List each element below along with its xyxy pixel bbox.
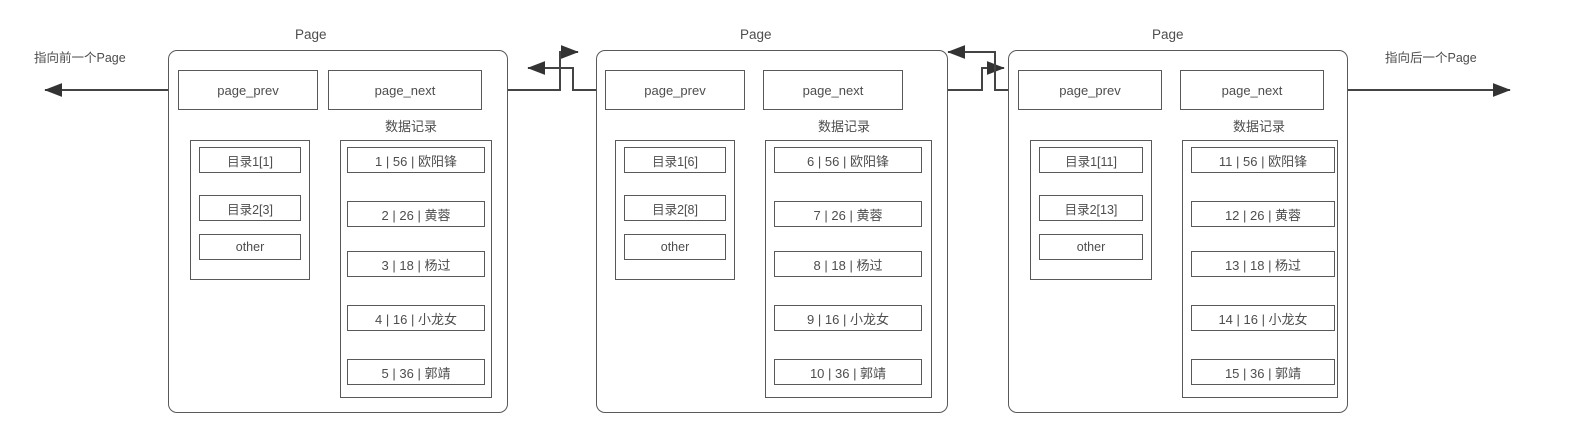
page1-record-4-label: 4 | 16 | 小龙女: [375, 311, 457, 327]
page2-record-5[interactable]: 10 | 36 | 郭靖: [774, 359, 922, 385]
page1-page-next-field[interactable]: page_next: [328, 70, 482, 110]
page3-record-5[interactable]: 15 | 36 | 郭靖: [1191, 359, 1335, 385]
page2-record-3[interactable]: 8 | 18 | 杨过: [774, 251, 922, 277]
page2-directory-item-2[interactable]: 目录2[8]: [624, 195, 726, 221]
page1-page-next-label: page_next: [374, 82, 436, 98]
page2-page-next-field[interactable]: page_next: [763, 70, 903, 110]
page2-record-5-label: 10 | 36 | 郭靖: [809, 365, 887, 381]
page1-record-1[interactable]: 1 | 56 | 欧阳锋: [347, 147, 485, 173]
page2-record-3-label: 8 | 18 | 杨过: [813, 257, 883, 273]
page3-directory-item-1[interactable]: 目录1[11]: [1039, 147, 1143, 173]
page1-directory-item-1[interactable]: 目录1[1]: [199, 147, 301, 173]
page1-record-5[interactable]: 5 | 36 | 郭靖: [347, 359, 485, 385]
page1-record-2-label: 2 | 26 | 黄蓉: [381, 207, 451, 223]
page3-page-prev-label: page_prev: [1059, 82, 1121, 98]
page1-directory-item-3[interactable]: other: [199, 234, 301, 260]
page3-directory-item-2-label: 目录2[13]: [1064, 202, 1118, 217]
page1-record-2[interactable]: 2 | 26 | 黄蓉: [347, 201, 485, 227]
page3-record-1-label: 11 | 56 | 欧阳锋: [1218, 153, 1308, 169]
page1-directory-item-1-label: 目录1[1]: [227, 154, 273, 169]
page1-directory-item-2[interactable]: 目录2[3]: [199, 195, 301, 221]
page2-directory-item-3[interactable]: other: [624, 234, 726, 260]
page3-directory-item-3[interactable]: other: [1039, 234, 1143, 260]
page2-record-1-label: 6 | 56 | 欧阳锋: [807, 153, 889, 169]
page3-record-3[interactable]: 13 | 18 | 杨过: [1191, 251, 1335, 277]
page1-next-to-page2-connector: [482, 45, 579, 91]
page3-records-caption: 数据记录: [1233, 119, 1286, 134]
page1-record-3[interactable]: 3 | 18 | 杨过: [347, 251, 485, 277]
page1-records-caption: 数据记录: [385, 119, 438, 134]
prev-page-label: 指向前一个Page: [34, 51, 126, 65]
page2-directory-item-2-label: 目录2[8]: [652, 202, 698, 217]
page-caption-3: Page: [1152, 27, 1184, 42]
page2-page-next-label: page_next: [802, 82, 864, 98]
page3-page-next-field[interactable]: page_next: [1180, 70, 1324, 110]
page3-record-4[interactable]: 14 | 16 | 小龙女: [1191, 305, 1335, 331]
page2-page-prev-field[interactable]: page_prev: [605, 70, 745, 110]
page1-record-5-label: 5 | 36 | 郭靖: [381, 365, 451, 381]
page3-directory-item-3-label: other: [1076, 240, 1106, 254]
page3-record-4-label: 14 | 16 | 小龙女: [1218, 311, 1308, 327]
page1-directory-item-3-label: other: [235, 240, 265, 254]
page2-record-1[interactable]: 6 | 56 | 欧阳锋: [774, 147, 922, 173]
page2-directory-item-1-label: 目录1[6]: [652, 154, 698, 169]
page3-page-next-label: page_next: [1221, 82, 1283, 98]
page-caption-2: Page: [740, 27, 772, 42]
page2-records-caption: 数据记录: [818, 119, 871, 134]
page3-record-2[interactable]: 12 | 26 | 黄蓉: [1191, 201, 1335, 227]
page3-directory-item-1-label: 目录1[11]: [1065, 154, 1117, 169]
page3-prev-to-page2-connector: [947, 45, 1018, 91]
page1-record-3-label: 3 | 18 | 杨过: [381, 257, 451, 273]
page3-record-5-label: 15 | 36 | 郭靖: [1224, 365, 1302, 381]
page2-record-2[interactable]: 7 | 26 | 黄蓉: [774, 201, 922, 227]
page-caption-1: Page: [295, 27, 327, 42]
page3-record-1[interactable]: 11 | 56 | 欧阳锋: [1191, 147, 1335, 173]
page2-page-prev-label: page_prev: [644, 82, 706, 98]
page1-record-4[interactable]: 4 | 16 | 小龙女: [347, 305, 485, 331]
page3-record-3-label: 13 | 18 | 杨过: [1224, 257, 1302, 273]
page2-record-4-label: 9 | 16 | 小龙女: [807, 311, 889, 327]
page1-page-prev-label: page_prev: [217, 82, 279, 98]
next-page-label: 指向后一个Page: [1385, 51, 1477, 65]
page1-directory-item-2-label: 目录2[3]: [227, 202, 273, 217]
page2-directory-item-1[interactable]: 目录1[6]: [624, 147, 726, 173]
page2-record-4[interactable]: 9 | 16 | 小龙女: [774, 305, 922, 331]
page2-record-2-label: 7 | 26 | 黄蓉: [813, 207, 883, 223]
page3-directory-item-2[interactable]: 目录2[13]: [1039, 195, 1143, 221]
page1-record-1-label: 1 | 56 | 欧阳锋: [375, 153, 457, 169]
page2-prev-to-page1-connector: [527, 61, 605, 91]
page3-record-2-label: 12 | 26 | 黄蓉: [1224, 207, 1302, 223]
page1-page-prev-field[interactable]: page_prev: [178, 70, 318, 110]
page2-directory-item-3-label: other: [660, 240, 690, 254]
page3-page-prev-field[interactable]: page_prev: [1018, 70, 1162, 110]
